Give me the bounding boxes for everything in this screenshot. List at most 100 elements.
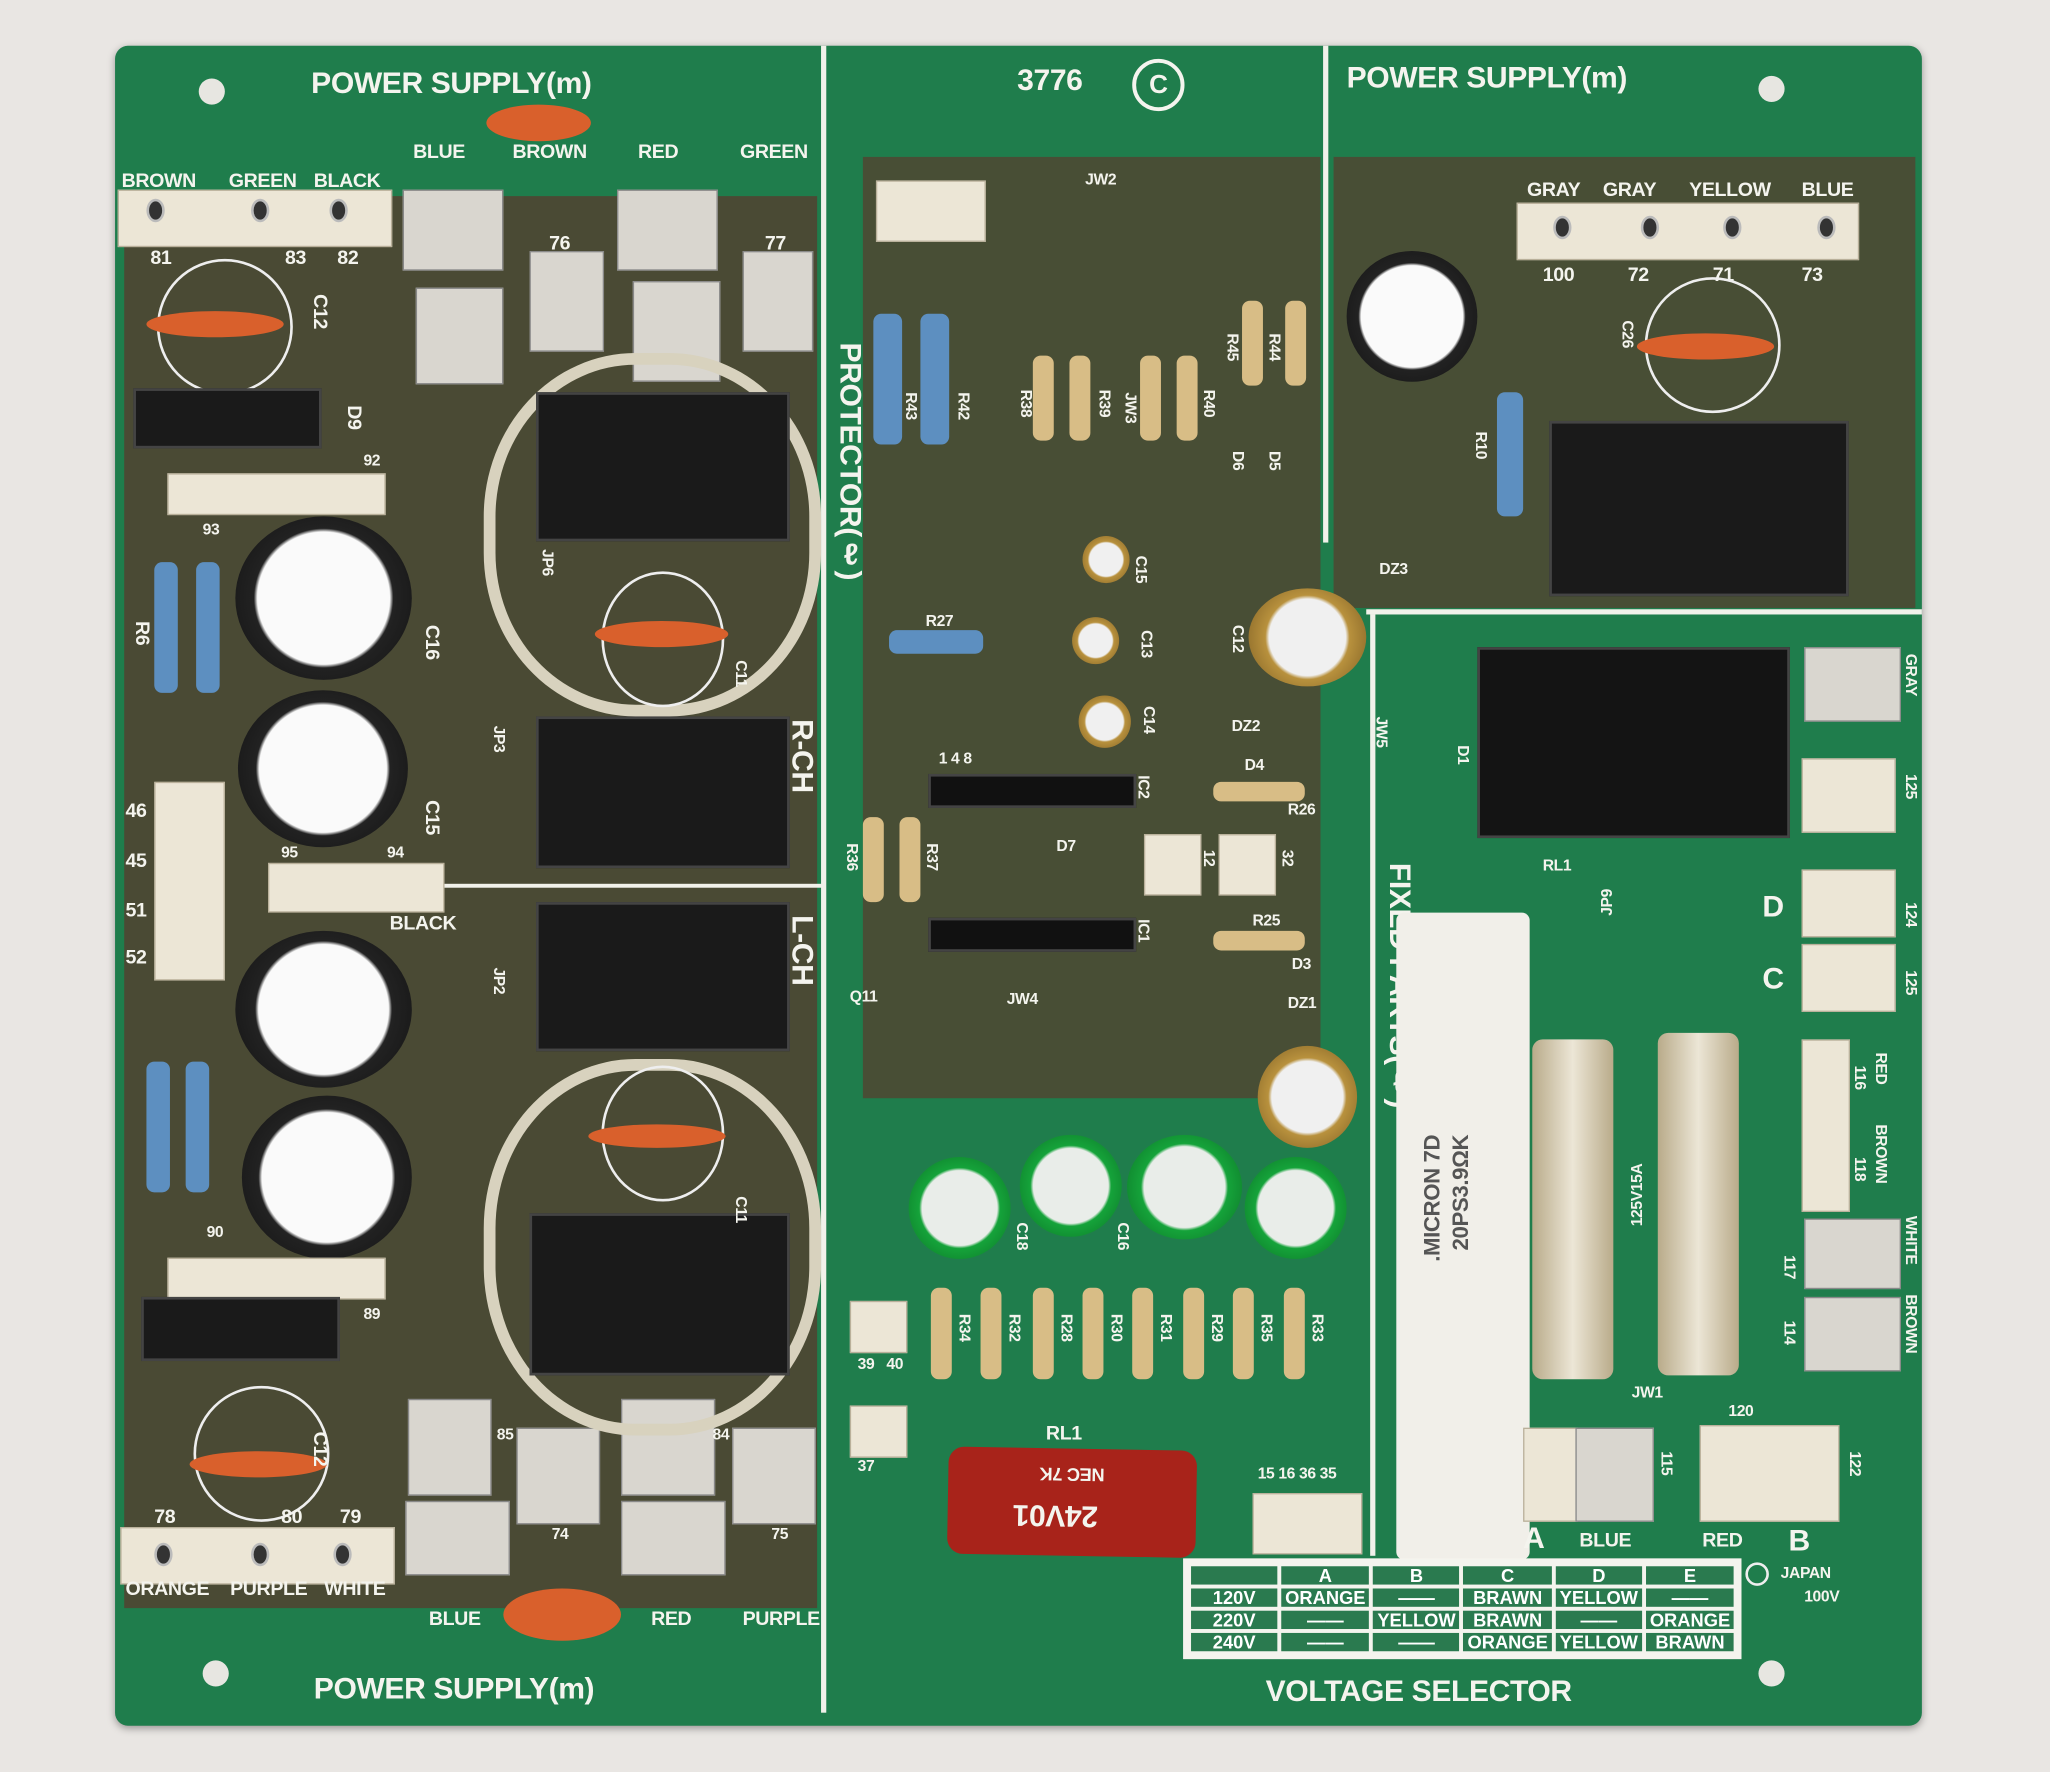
jumper-terminal — [1801, 869, 1896, 938]
section-label-l-ch: L-CH — [785, 915, 820, 986]
copyright-mark: C — [1132, 58, 1185, 112]
component-label: C12 — [308, 1431, 331, 1467]
table-cell: —— — [1645, 1588, 1735, 1607]
electrolytic-capacitor — [1082, 536, 1130, 584]
resistor — [980, 1287, 1002, 1380]
connector — [1143, 834, 1202, 896]
terminal-strip — [268, 862, 445, 913]
resistor — [1032, 355, 1054, 441]
table-cell: BRAWN — [1645, 1633, 1735, 1652]
connector — [849, 1405, 908, 1458]
component-label: R44 — [1265, 333, 1284, 362]
wire-label: BROWN — [1902, 1294, 1921, 1354]
wire-label: GREEN — [228, 169, 297, 193]
electrolytic-capacitor — [1257, 1045, 1358, 1148]
table-cell: —— — [1373, 1633, 1460, 1652]
table-header: E — [1645, 1566, 1735, 1585]
pin-number: 95 — [281, 843, 298, 862]
heatsink — [536, 902, 790, 1052]
jumper-terminal — [1699, 1425, 1840, 1522]
ic-chip — [928, 773, 1137, 808]
selector-letter-b: B — [1788, 1523, 1811, 1558]
pin-number: 114 — [1780, 1320, 1799, 1345]
pin-number: 125 — [1902, 970, 1921, 996]
spade-terminal — [415, 287, 504, 385]
pin-number: 74 — [551, 1524, 569, 1543]
resistor — [873, 313, 903, 445]
mounting-hole — [1758, 75, 1785, 102]
table-header — [1191, 1566, 1278, 1585]
resistor — [154, 562, 178, 693]
wire-label: GRAY — [1602, 179, 1657, 202]
ceramic-capacitor — [189, 1451, 327, 1478]
component-label: D3 — [1291, 954, 1312, 973]
voltage-selector-title: VOLTAGE SELECTOR — [1265, 1673, 1573, 1708]
cable-loop — [483, 1058, 822, 1436]
spade-terminal — [529, 251, 605, 352]
resistor — [196, 562, 220, 693]
resistor — [930, 1287, 952, 1380]
pin-number: 75 — [771, 1524, 789, 1543]
terminal-pin — [1640, 215, 1660, 240]
wire-label: WHITE — [1902, 1215, 1921, 1265]
pin-number: 118 — [1851, 1157, 1870, 1182]
pin-number: 125 — [1902, 773, 1921, 799]
jumper-terminal — [1801, 943, 1896, 1012]
wire-label: GRAY — [1527, 179, 1581, 202]
wire-label: BLUE — [1801, 179, 1854, 202]
component-label: RL1 — [1542, 856, 1572, 875]
mounting-hole — [1758, 1660, 1785, 1687]
pin-number: 79 — [339, 1506, 361, 1529]
pin-number: 100 — [1542, 264, 1575, 287]
divider — [444, 883, 824, 888]
table-cell: YELLOW — [1555, 1588, 1642, 1607]
resistor — [1069, 355, 1091, 441]
electrolytic-capacitor — [235, 930, 412, 1088]
component-label: R31 — [1157, 1313, 1176, 1342]
pin-number: 85 — [496, 1425, 514, 1444]
resistor-marking: 20PS3.9ΩK — [1448, 1134, 1474, 1251]
wire-label: RED — [638, 141, 679, 164]
resistor — [1213, 930, 1305, 951]
pin-number: 45 — [125, 849, 147, 873]
pin-number: 124 — [1902, 902, 1921, 928]
ceramic-capacitor — [594, 621, 729, 648]
resistor — [899, 817, 921, 903]
table-cell: 240V — [1191, 1633, 1278, 1652]
spade-terminal — [621, 1500, 726, 1576]
wire-label: BLUE — [428, 1608, 481, 1631]
component-label: JP2 — [490, 967, 509, 995]
wire-label: RED — [1702, 1529, 1743, 1552]
resistor — [1082, 1287, 1104, 1380]
table-cell: 120V — [1191, 1588, 1278, 1607]
spade-terminal — [617, 189, 718, 271]
spade-terminal — [732, 1427, 816, 1525]
selector-letter-d: D — [1762, 889, 1784, 924]
wire-label: BROWN — [1872, 1124, 1891, 1184]
component-label: R40 — [1200, 389, 1219, 418]
pin-number: 117 — [1780, 1255, 1799, 1280]
pin-number: 115 — [1657, 1451, 1677, 1476]
component-label: R32 — [1005, 1313, 1024, 1342]
terminal-pin — [329, 198, 348, 223]
pin-number: 94 — [386, 843, 404, 862]
component-label: C16 — [1113, 1222, 1133, 1251]
resistor — [146, 1061, 170, 1193]
wire-label: BROWN — [512, 141, 588, 164]
pin-number: 83 — [285, 247, 307, 270]
component-label: R28 — [1057, 1313, 1076, 1342]
electrolytic-capacitor — [1346, 251, 1478, 382]
pin-number: 39 — [857, 1354, 875, 1373]
resistor — [1032, 1287, 1054, 1380]
component-label: R38 — [1017, 389, 1036, 418]
jumper-circle-icon — [1745, 1562, 1769, 1586]
wire-label: BLUE — [413, 141, 465, 164]
wire-label: GRAY — [1902, 653, 1921, 697]
spade-terminal — [407, 1398, 492, 1496]
pin-number: 46 — [125, 800, 147, 823]
component-label: JW5 — [1372, 716, 1392, 748]
electrolytic-capacitor — [241, 1095, 412, 1260]
wire-label: YELLOW — [1689, 179, 1771, 202]
pin-number: 51 — [125, 899, 147, 922]
relay-model: 24V01 — [1012, 1498, 1099, 1535]
